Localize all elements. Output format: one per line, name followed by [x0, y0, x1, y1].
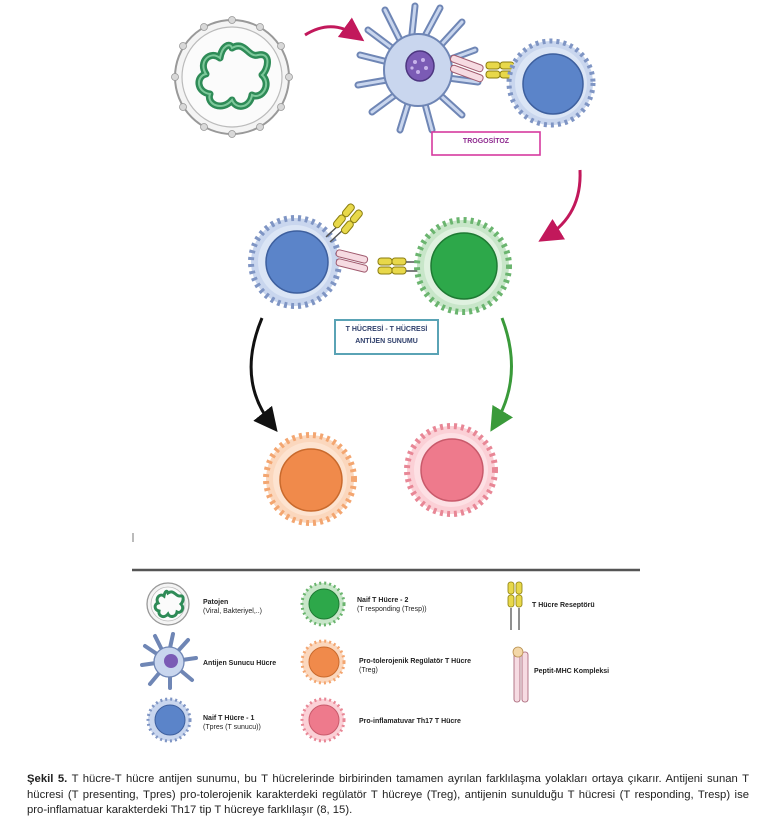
- legend-treg-icon: [300, 639, 346, 685]
- legend-tcr-icon: [507, 581, 523, 630]
- legend-pathogen-icon: [146, 582, 190, 626]
- legend-tcr-title: T Hücre Reseptörü: [532, 602, 595, 609]
- legend-th17-title: Pro-inflamatuvar Th17 T Hücre: [359, 718, 461, 725]
- legend-pathogen-title: Patojen: [203, 599, 229, 606]
- legend-apc-icon: [140, 632, 198, 690]
- tcr-on-blue-cell: [325, 203, 363, 243]
- diagram-canvas: [132, 2, 640, 743]
- legend-naive1-sub: (Tpres (T sunucu)): [203, 724, 261, 731]
- pathogen-cell: [171, 16, 293, 138]
- legend-pmhc-title: Peptit-MHC Kompleksi: [534, 668, 610, 675]
- legend-treg-title: Pro-tolerojenik Regülatör T Hücre: [359, 658, 472, 665]
- naive-tcell-2-middle: [414, 217, 512, 315]
- trogositoz-box: [431, 131, 541, 156]
- legend-pathogen-text: Patojen (Viral, Bakteriyel,..): [203, 598, 262, 616]
- trogositoz-label: TROGOSİTOZ: [462, 138, 510, 145]
- legend-pmhc-icon: [512, 646, 529, 703]
- pmhc-and-tcr-middle: [335, 249, 420, 275]
- caption-text: T hücre-T hücre antijen sunumu, bu T hüc…: [27, 773, 749, 816]
- caption-label: Şekil 5.: [27, 773, 68, 785]
- arrow-to-tt-presentation: [538, 169, 582, 242]
- legend-naive1-text: Naif T Hücre - 1 (Tpres (T sunucu)): [203, 714, 261, 732]
- legend-naive2-title: Naif T Hücre - 2: [357, 597, 409, 604]
- legend-apc-text: Antijen Sunucu Hücre: [203, 659, 276, 668]
- legend-naive2-sub: (T responding (Tresp)): [357, 606, 427, 613]
- legend-tcr-text: T Hücre Reseptörü: [532, 601, 595, 610]
- tt-presentation-label-2: ANTİJEN SUNUMU: [355, 338, 418, 345]
- arrow-pathogen-to-apc: [304, 17, 365, 42]
- th17-cell: [404, 423, 498, 517]
- legend-pathogen-sub: (Viral, Bakteriyel,..): [203, 608, 262, 615]
- tt-presentation-box: [334, 319, 439, 355]
- legend-th17-icon: [300, 697, 346, 743]
- legend-naive1-title: Naif T Hücre - 1: [203, 715, 255, 722]
- legend-treg-text: Pro-tolerojenik Regülatör T Hücre (Treg): [359, 657, 471, 675]
- figure-caption: Şekil 5. T hücre-T hücre antijen sunumu,…: [27, 772, 749, 819]
- legend-naive2-icon: [300, 581, 346, 627]
- legend-naive2-text: Naif T Hücre - 2 (T responding (Tresp)): [357, 596, 427, 614]
- arrow-to-treg: [249, 317, 278, 433]
- legend-treg-sub: (Treg): [359, 667, 378, 674]
- naive-tcell-1-top: [506, 38, 596, 128]
- legend-th17-text: Pro-inflamatuvar Th17 T Hücre: [359, 717, 461, 726]
- legend-naive1-icon: [146, 697, 192, 743]
- arrow-to-th17: [490, 317, 514, 432]
- legend-apc-title: Antijen Sunucu Hücre: [203, 660, 277, 667]
- tt-presentation-label-1: T HÜCRESİ - T HÜCRESİ: [345, 326, 428, 333]
- naive-tcell-1-middle: [248, 215, 342, 309]
- treg-cell: [263, 432, 357, 526]
- legend-pmhc-text: Peptit-MHC Kompleksi: [534, 667, 609, 676]
